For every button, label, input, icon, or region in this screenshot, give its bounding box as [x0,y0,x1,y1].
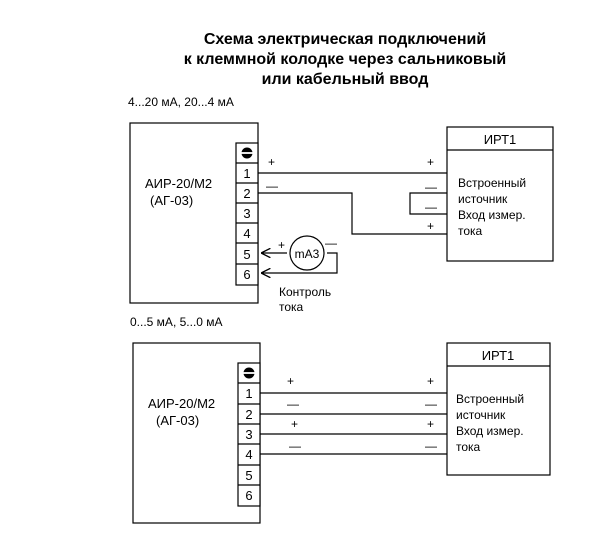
device-model-1: (АГ-03) [150,193,193,208]
meter-label: mA3 [295,247,320,261]
terminal-1-label: 1 [243,166,250,181]
irt-text-1-1: Встроенный [458,176,526,190]
title-line-3: или кабельный ввод [261,71,429,88]
terminal-5-label: 5 [243,247,250,262]
irt-text-1-2: источник [458,192,508,206]
terminal-6-label: 6 [243,267,250,282]
polarity-mark: — [425,397,437,411]
wires-1 [258,172,447,273]
wires-2 [260,392,447,455]
irt-text-1-4: тока [458,224,483,238]
polarity-mark: + [287,374,294,388]
device-name-2: АИР-20/М2 [148,396,215,411]
polarity-mark: — [425,200,437,214]
terminal-4-label: 4 [243,226,250,241]
polarity-mark: + [268,155,275,169]
terminal-5-label: 5 [245,468,252,483]
meter-plus: + [278,238,285,252]
terminal-1-label: 1 [245,386,252,401]
terminal-block-1: 1 2 3 4 5 6 [235,142,259,286]
title-line-2: к клеммной колодке через сальниковый [183,51,507,68]
terminal-3-label: 3 [243,206,250,221]
title-line-1: Схема электрическая подключений [203,31,487,48]
polarity-mark: — [289,439,301,453]
polarity-mark: + [291,417,298,431]
terminal-4-label: 4 [245,447,252,462]
polarity-mark: — [425,439,437,453]
polarity-mark: + [427,374,434,388]
ground-screw-icon [243,367,255,379]
terminal-6-label: 6 [245,488,252,503]
irt-text-2-2: источник [456,408,506,422]
terminal-3-label: 3 [245,427,252,442]
diagram-title: Схема электрическая подключений к клеммн… [110,30,580,90]
irt-text-1-3: Вход измер. [458,208,526,222]
polarity-mark: — [287,397,299,411]
irt-box-1 [446,126,554,262]
polarity-mark: + [427,155,434,169]
device-name-1: АИР-20/М2 [145,176,212,191]
meter-minus: — [325,236,337,250]
irt-text-2-1: Встроенный [456,392,524,406]
polarity-mark: — [425,180,437,194]
range-label-1: 4...20 мА, 20...4 мА [128,95,234,109]
polarity-mark: + [427,219,434,233]
polarity-mark: + [427,417,434,431]
control-label-line-2: тока [279,300,304,314]
control-label-line-1: Контроль [279,285,331,299]
range-label-2: 0...5 мА, 5...0 мА [130,315,223,329]
terminal-2-label: 2 [245,407,252,422]
irt-title-2: ИРТ1 [482,348,515,363]
milliammeter-icon: mA3 [289,235,325,271]
diagram-2: 0...5 мА, 5...0 мА АИР-20/М2 (АГ-03) 1 2… [130,315,551,524]
device-model-2: (АГ-03) [156,413,199,428]
irt-box-2 [446,342,551,476]
diagram-1: 4...20 мА, 20...4 мА АИР-20/М2 (АГ-03) 1… [128,95,554,314]
irt-text-2-3: Вход измер. [456,424,524,438]
irt-title-1: ИРТ1 [484,132,517,147]
terminal-2-label: 2 [243,186,250,201]
terminal-block-2: 1 2 3 4 5 6 [237,362,261,507]
irt-text-2-4: тока [456,440,481,454]
polarity-mark: — [266,179,278,193]
ground-screw-icon [241,147,253,159]
